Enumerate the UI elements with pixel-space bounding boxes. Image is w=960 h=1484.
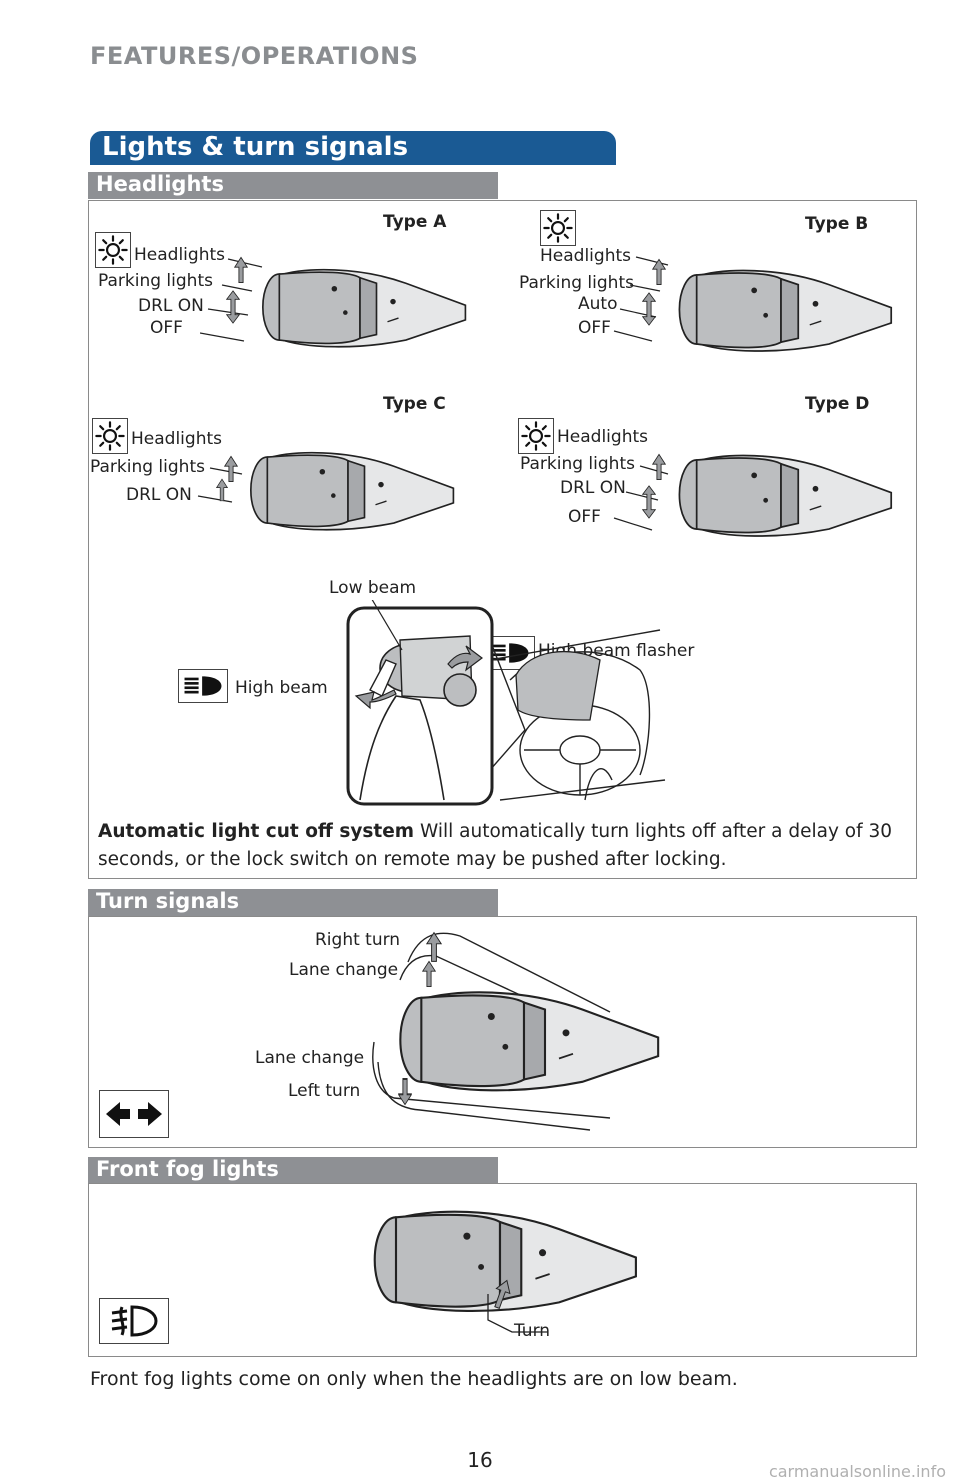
fog-light-icon — [99, 1298, 169, 1344]
headlight-icon — [92, 418, 128, 454]
watermark: carmanualsonline.info — [768, 1462, 946, 1481]
type-c-headlights: Headlights — [131, 429, 222, 449]
headlights-banner: Headlights — [88, 172, 498, 199]
type-b-label: Type B — [805, 214, 869, 234]
auto-cutoff-title: Automatic light cut off system — [98, 821, 415, 842]
main-banner: Lights & turn signals — [90, 131, 616, 165]
high-beam-label: High beam — [235, 678, 328, 698]
type-c-drl: DRL ON — [126, 485, 192, 505]
type-d-parking: Parking lights — [520, 454, 635, 474]
type-b-lever-diagram — [613, 256, 893, 352]
fog-lights-banner: Front fog lights — [88, 1157, 498, 1184]
type-a-label: Type A — [383, 212, 447, 232]
type-b-off: OFF — [578, 318, 611, 338]
fog-turn-label: Turn — [514, 1321, 551, 1341]
turn-signal-icon — [99, 1090, 169, 1138]
type-a-headlights: Headlights — [134, 245, 225, 265]
type-a-off: OFF — [150, 318, 183, 338]
auto-cutoff-text: Automatic light cut off system Will auto… — [98, 818, 908, 874]
type-a-lever-diagram — [200, 256, 467, 348]
lane-change-down-label: Lane change — [255, 1048, 365, 1068]
headlight-icon — [518, 418, 554, 454]
type-a-drl: DRL ON — [138, 296, 204, 316]
fog-lights-title: Front fog lights — [96, 1157, 279, 1181]
turn-signals-banner: Turn signals — [88, 889, 498, 916]
lane-change-up-label: Lane change — [289, 960, 399, 980]
auto-cutoff-body: Will automatically turn lights off after… — [98, 821, 893, 870]
type-c-lever-diagram — [197, 451, 455, 531]
type-c-parking: Parking lights — [90, 457, 205, 477]
fog-light-lever-diagram — [373, 1210, 638, 1333]
type-d-label: Type D — [805, 394, 870, 414]
page-number: 16 — [467, 1448, 493, 1472]
type-b-auto: Auto — [578, 294, 618, 314]
fog-lights-note: Front fog lights come on only when the h… — [90, 1368, 738, 1390]
high-beam-icon — [178, 669, 228, 703]
type-b-headlights: Headlights — [540, 246, 631, 266]
low-beam-label: Low beam — [329, 578, 417, 598]
headlight-icon — [95, 232, 131, 268]
turn-signals-title: Turn signals — [96, 889, 240, 913]
type-d-lever-diagram — [613, 453, 893, 537]
type-d-headlights: Headlights — [557, 427, 648, 447]
type-d-drl: DRL ON — [560, 478, 626, 498]
turn-signal-lever-diagram — [372, 932, 660, 1131]
section-title: FEATURES/OPERATIONS — [90, 42, 419, 70]
headlight-icon — [540, 210, 576, 246]
headlights-title: Headlights — [96, 172, 224, 196]
main-banner-label: Lights & turn signals — [102, 132, 409, 162]
beam-lever-illustration — [346, 600, 666, 806]
type-a-parking: Parking lights — [98, 271, 213, 291]
right-turn-label: Right turn — [315, 930, 401, 950]
type-d-off: OFF — [568, 507, 601, 527]
type-b-parking: Parking lights — [519, 273, 634, 293]
type-c-label: Type C — [383, 394, 446, 414]
left-turn-label: Left turn — [288, 1081, 361, 1101]
